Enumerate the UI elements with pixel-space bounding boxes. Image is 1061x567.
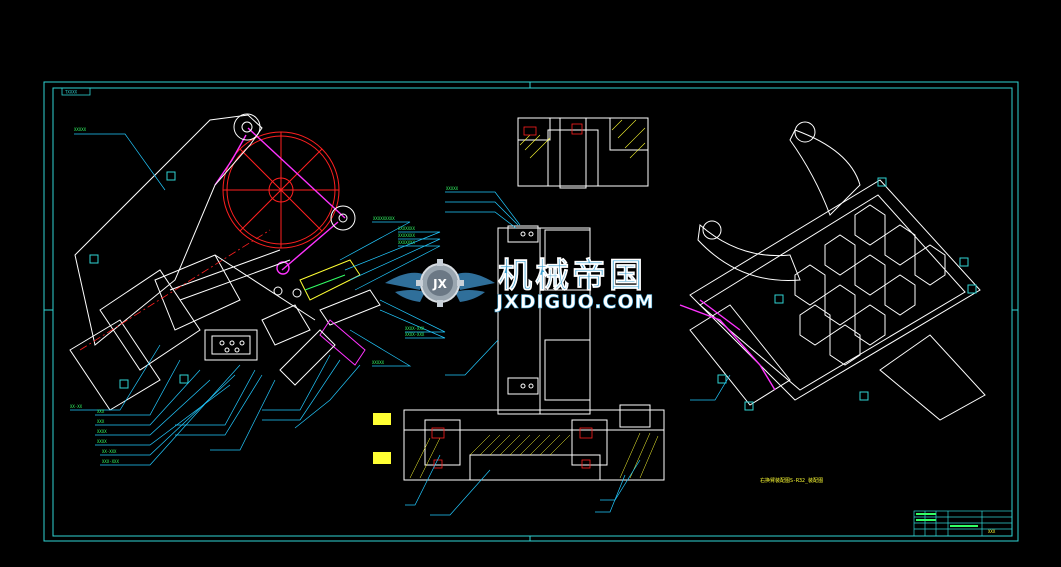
right-arm [689,121,986,421]
center-column [497,225,591,415]
callout-left-6: XX-XXX [102,449,117,454]
title-block-label: XXX [988,529,996,534]
mid-callout-labels: XXXXXXXXX XXXXXXX XXXXXXX XXXXXXX XXXXX [372,216,415,365]
top-left-title-box: TXXXX [61,87,91,96]
top-left-title-text: TXXXX [65,90,78,95]
right-honeycomb [794,204,946,366]
callout-mid-4: XXXXX [372,360,385,365]
callout-center-0: XXXXX [446,186,459,191]
callout-left-4: XXXX [97,429,107,434]
callout-center-1: XXXX-XXX [405,326,425,331]
right-assembly [679,121,986,421]
sheet-frame [43,81,1019,542]
red-wheel [222,131,340,249]
left-callouts [70,133,361,466]
title-block-marks [916,513,978,527]
title-block [913,510,1013,537]
assembly-note: 右换臂装配图S-R32_装配图 [760,477,823,484]
center-assembly [373,117,665,481]
callout-mid-1: XXXXXXX [398,226,415,231]
center-base-hatch [409,432,659,479]
watermark-cn: 机械帝国 [498,256,646,296]
left-detail-cluster [261,259,381,386]
watermark-gear-logo-icon: JX [385,259,495,307]
callout-left-7: XXX-XXX [102,459,119,464]
magenta-links [214,127,346,275]
callout-left-1: XX-XX [70,404,83,409]
watermark: JX 机械帝国 JXDIGUO.COM [385,256,655,313]
watermark-en: JXDIGUO.COM [494,291,655,313]
right-magenta-detail [679,299,776,391]
callout-left-0: XXXXX [74,127,87,132]
callout-mid-2: XXXXXXX [398,233,415,238]
callout-left-3: XXX [97,419,105,424]
center-top-section [517,117,649,189]
callout-center-2: XXXX-XXX [405,332,425,337]
callout-left-2: XXX [97,409,105,414]
callout-mid-3: XXXXXXX [398,240,415,245]
callout-left-5: XXXX [97,439,107,444]
center-leaders [405,191,641,516]
callout-mid-0: XXXXXXXXX [373,216,395,221]
left-bolts [89,171,189,389]
mid-leaders [339,221,446,367]
center-base [403,404,665,481]
center-top-hatch [519,119,646,159]
left-callout-labels: XXXXX XX-XX XXX XXX XXXX XXXX XX-XXX XXX… [70,127,119,464]
connector-box [204,329,258,361]
left-assembly [69,113,381,411]
watermark-badge: JX [432,277,447,291]
center-base-yellow-marks [373,413,391,464]
left-center-line [79,229,271,351]
